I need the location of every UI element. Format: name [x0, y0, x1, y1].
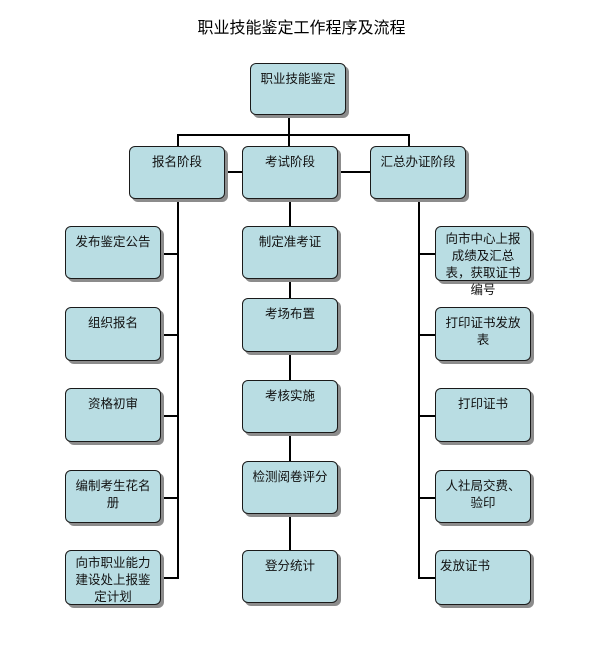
connector-stage-mid-right: [336, 171, 370, 173]
step-report-scores: 向市中心上报成绩及汇总表，获取证书编号: [435, 226, 531, 297]
connector-top-mid-drop: [288, 134, 290, 147]
connector-left-branch-2: [160, 334, 178, 336]
step-score-entry: 登分统计: [242, 550, 338, 603]
connector-top-horizontal: [177, 134, 410, 136]
diagram-title: 职业技能鉴定工作程序及流程: [197, 18, 406, 37]
connector-right-branch-3: [418, 415, 436, 417]
connector-right-branch-2: [418, 334, 436, 336]
connector-root-down: [288, 115, 290, 135]
step-marking: 检测阅卷评分: [242, 461, 338, 514]
connector-left-spine: [177, 199, 179, 579]
connector-right-branch-5: [418, 577, 436, 579]
step-exam-execution: 考核实施: [242, 380, 338, 433]
step-fee-and-stamp: 人社局交费、验印: [435, 470, 531, 523]
connector-left-branch-4: [160, 497, 178, 499]
connector-stage-left-mid: [225, 171, 242, 173]
connector-top-right-drop: [408, 134, 410, 147]
step-issue-certificate: 发放证书: [435, 550, 531, 605]
stage-exam-node: 考试阶段: [242, 146, 338, 199]
connector-mid-3: [289, 352, 291, 380]
step-publish-notice: 发布鉴定公告: [65, 226, 161, 279]
stage-registration-node: 报名阶段: [129, 146, 225, 199]
step-initial-review: 资格初审: [65, 388, 161, 442]
step-submit-plan: 向市职业能力建设处上报鉴定计划: [65, 550, 161, 605]
connector-left-branch-5: [160, 577, 178, 579]
connector-left-branch-3: [160, 415, 178, 417]
connector-left-branch-1: [160, 253, 178, 255]
step-candidate-roster: 编制考生花名册: [65, 470, 161, 523]
step-admission-ticket: 制定准考证: [242, 226, 338, 279]
step-venue-setup: 考场布置: [242, 298, 338, 352]
step-print-distribution-list: 打印证书发放表: [435, 307, 531, 361]
step-print-certificate: 打印证书: [435, 388, 531, 442]
connector-right-branch-4: [418, 497, 436, 499]
connector-right-branch-1: [418, 253, 436, 255]
stage-certificate-node: 汇总办证阶段: [370, 146, 466, 199]
connector-right-spine: [418, 199, 420, 579]
step-organize-registration: 组织报名: [65, 307, 161, 361]
connector-mid-4: [289, 433, 291, 461]
connector-mid-5: [289, 514, 291, 550]
connector-top-left-drop: [177, 134, 179, 147]
connector-mid-1: [289, 199, 291, 226]
root-node: 职业技能鉴定: [250, 63, 346, 115]
connector-mid-2: [289, 279, 291, 298]
